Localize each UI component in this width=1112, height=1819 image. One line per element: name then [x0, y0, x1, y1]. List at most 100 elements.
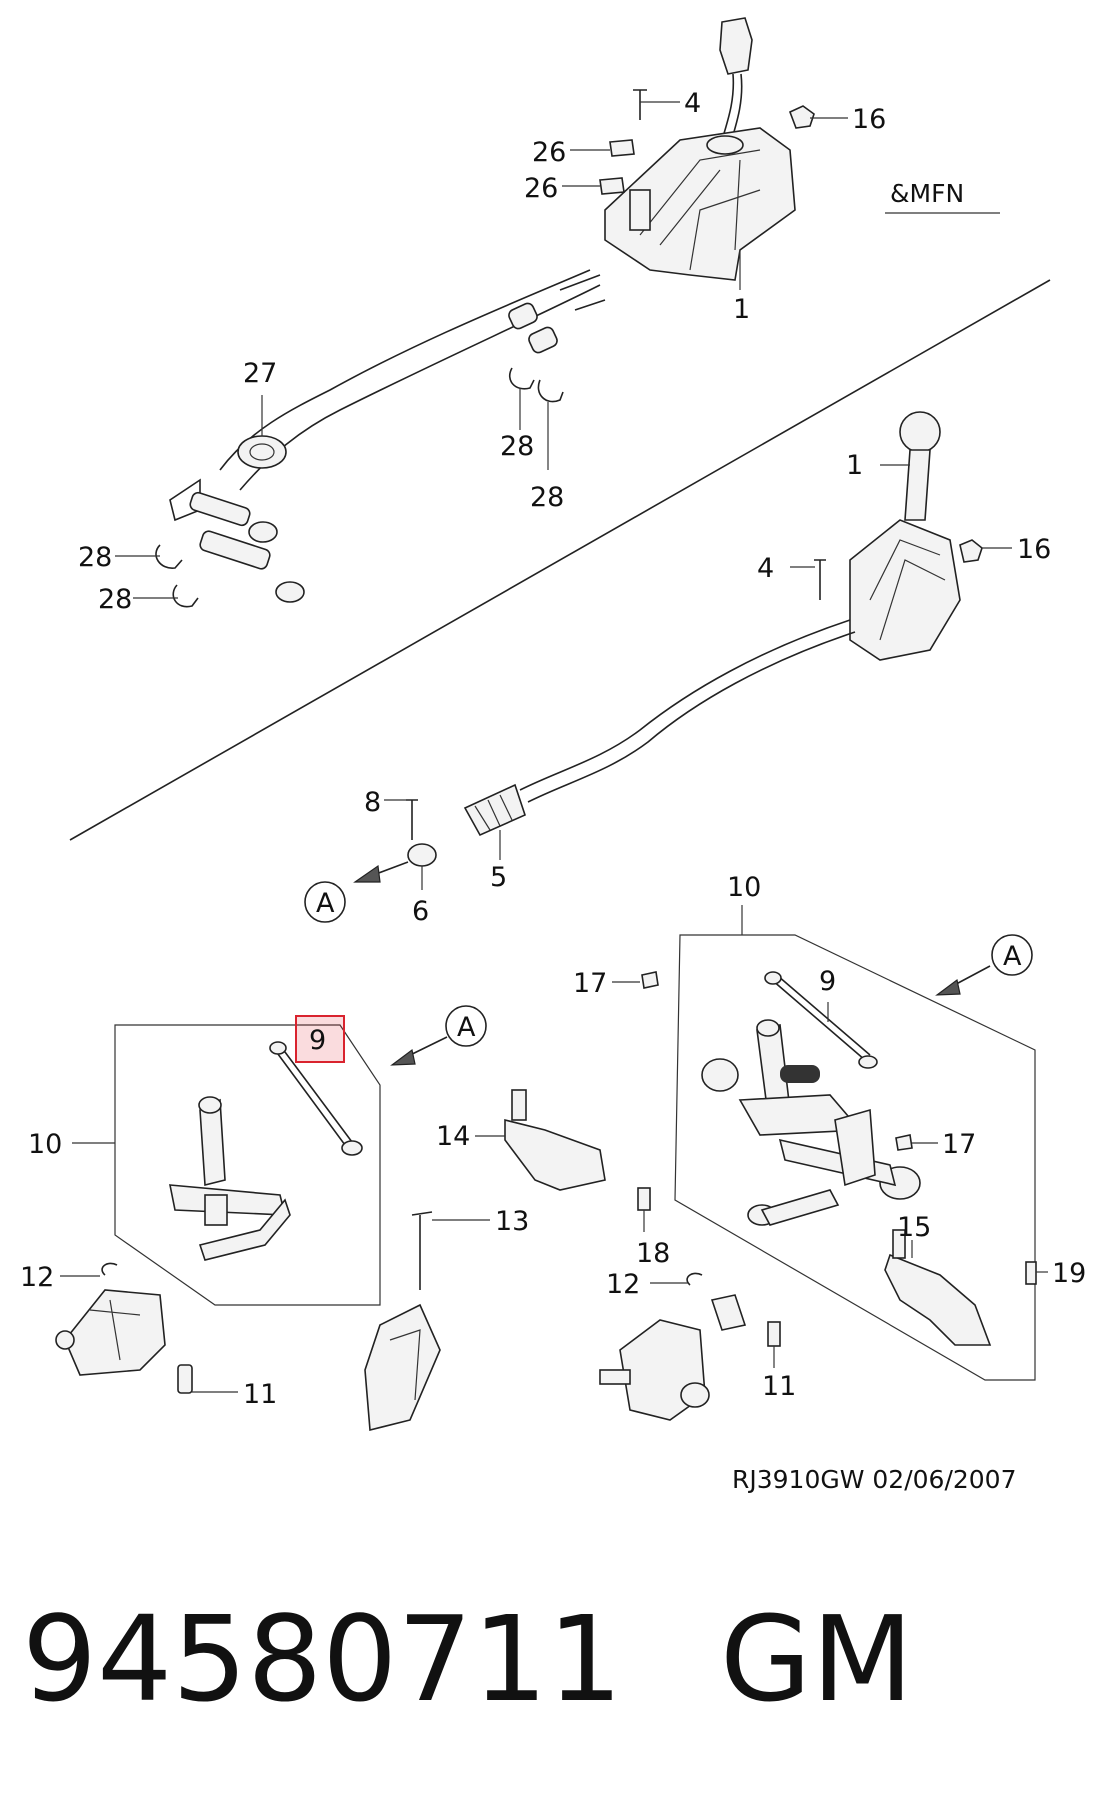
housing-mid-detail: [869, 539, 946, 641]
ref-A-right: A: [1003, 941, 1022, 972]
callout-28a: 28: [500, 431, 534, 462]
link-rod-9-left: [274, 1047, 353, 1146]
drawing-reference: RJ3910GW 02/06/2007: [732, 1465, 1017, 1494]
callout-m6: 6: [412, 896, 429, 927]
callout-m1: 1: [846, 450, 863, 481]
grommet-27: [237, 435, 287, 469]
part-number: 94580711: [22, 1590, 623, 1728]
housing-detail: [639, 149, 761, 271]
adjuster-b: [199, 530, 271, 570]
cable-ends: [559, 274, 606, 311]
callout-r9: 9: [819, 966, 836, 997]
bolt-4-top: [633, 89, 647, 120]
rod-end-b: [341, 1140, 363, 1156]
adjuster-a: [189, 491, 251, 527]
cable-bushing-a: [508, 302, 538, 330]
clip-26a: [609, 139, 635, 157]
bracket-15-post: [892, 1229, 906, 1259]
callout-28d: 28: [98, 584, 132, 615]
arrow-right-A-head: [935, 978, 961, 996]
callout-r12: 12: [606, 1269, 640, 1300]
clip-12-left: [101, 1262, 118, 1276]
callout-r10: 10: [727, 872, 761, 903]
boot-ribs: [474, 794, 513, 831]
bolt-11-left: [177, 1364, 193, 1394]
eyelet-a: [248, 521, 278, 543]
brand-name: GM: [720, 1590, 913, 1728]
clip-26b: [599, 177, 625, 195]
bolt-19: [1025, 1261, 1037, 1285]
clip-6: [407, 843, 437, 867]
ref-A-mid: A: [316, 888, 335, 919]
frame-10-left: [114, 1024, 381, 1306]
arrow-to-A-head: [353, 864, 381, 883]
callout-r17a: 17: [573, 968, 607, 999]
shift-knob-top: [719, 17, 753, 75]
clip-17b: [895, 1134, 913, 1151]
cable-bushing-b: [528, 326, 558, 354]
callout-28c: 28: [78, 542, 112, 573]
callout-l14: 14: [436, 1121, 470, 1152]
bracket-arm-left: [364, 1303, 441, 1432]
arrow-left-A-head: [390, 1048, 416, 1066]
callout-r19: 19: [1052, 1258, 1086, 1289]
callout-l13: 13: [495, 1206, 529, 1237]
bracket-arm-detail: [389, 1329, 421, 1401]
shifter-housing-mid: [849, 519, 961, 661]
shaft-right-stub: [599, 1369, 631, 1385]
cable-mid-lower: [527, 631, 856, 803]
callout-26a: 26: [532, 137, 566, 168]
middle-shifter-assembly: 1 4 16 8 6 5 A: [304, 411, 1051, 927]
link-right: [760, 1189, 840, 1226]
bolt-18: [637, 1187, 651, 1211]
callout-r11: 11: [762, 1371, 796, 1402]
clip-28d: [172, 584, 199, 608]
callout-l18: 18: [636, 1238, 670, 1269]
callout-m8: 8: [364, 787, 381, 818]
nut-16-top: [788, 105, 815, 129]
callout-l10: 10: [28, 1129, 62, 1160]
shift-fork-left: [198, 1198, 291, 1261]
callout-26b: 26: [524, 173, 558, 204]
pivot-block-left: [204, 1194, 228, 1226]
clip-12-right: [686, 1272, 703, 1286]
callout-r15: 15: [897, 1212, 931, 1243]
ref-circle-A-mid: [304, 881, 346, 923]
callout-l12: 12: [20, 1262, 54, 1293]
fork-right: [834, 1108, 876, 1187]
knurled-grip-right: [780, 1065, 820, 1083]
cable-lower: [239, 284, 601, 491]
rod9r-end-b: [858, 1055, 878, 1069]
shift-knob-ball: [899, 411, 941, 453]
bracket-14-post: [511, 1089, 527, 1121]
lever-pivot-right: [756, 1019, 780, 1037]
callout-m5: 5: [490, 862, 507, 893]
callout-28b: 28: [530, 482, 564, 513]
clip-28c: [155, 544, 183, 569]
callout-27: 27: [243, 358, 277, 389]
callout-1: 1: [733, 294, 750, 325]
clip-17a: [641, 971, 659, 989]
eyelet-b: [275, 581, 305, 603]
nut-16-mid: [959, 539, 983, 563]
callout-16: 16: [852, 104, 886, 135]
housing-post: [629, 189, 651, 231]
bushing-right-a: [701, 1058, 739, 1092]
lever-boot-ring: [706, 135, 744, 155]
callout-r17b: 17: [942, 1129, 976, 1160]
bracket-15: [884, 1253, 992, 1346]
frame-10-right: [674, 934, 1036, 1381]
clip-28b: [537, 379, 564, 403]
cable-upper: [219, 269, 591, 471]
trans-housing-detail: [89, 1299, 141, 1361]
callout-m4: 4: [757, 553, 774, 584]
left-detail-assembly: 9 A 10 12 11 13 14 18: [20, 1005, 670, 1432]
callout-m16: 16: [1017, 534, 1051, 565]
link-rod-9-right: [771, 975, 871, 1061]
bracket-13-stem: [411, 1211, 433, 1290]
section-divider: [69, 279, 1051, 841]
callout-9-highlight[interactable]: [295, 1015, 345, 1063]
cable-mid-upper: [519, 619, 851, 791]
callout-l11: 11: [243, 1379, 277, 1410]
